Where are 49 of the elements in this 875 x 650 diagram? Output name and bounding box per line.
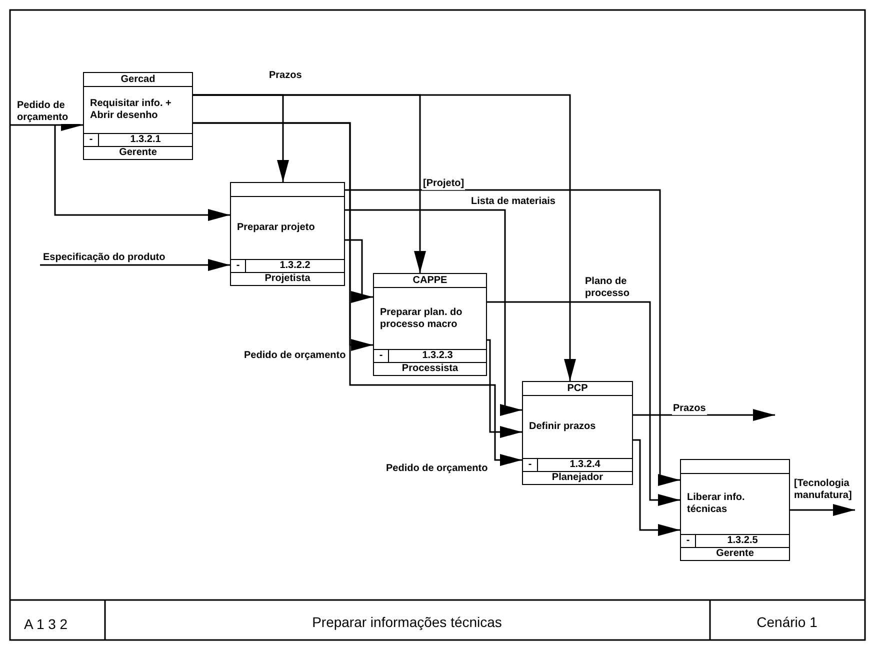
arrow — [54, 125, 230, 221]
activity-box — [83, 72, 193, 160]
arrow — [40, 259, 230, 271]
arrow — [487, 301, 680, 506]
diagram-number: A 1 3 2 — [24, 616, 68, 632]
role-label: Processista — [400, 363, 460, 375]
arrow — [790, 504, 855, 516]
activity-name: Preparar projeto — [237, 222, 315, 234]
scenario-label: Cenário 1 — [756, 614, 818, 630]
edge-label: Pedido de orçamento — [385, 463, 489, 475]
role-label: Gerente — [715, 548, 755, 560]
edge-label: Especificação do produto — [42, 252, 166, 264]
activity-number: 1.3.2.4 — [568, 459, 602, 471]
edge-label: Pedido de orçamento — [243, 350, 347, 362]
activity-number: 1.3.2.1 — [129, 134, 162, 146]
edge-label: Pedido de orçamento — [16, 100, 80, 124]
arrow — [345, 189, 680, 486]
arrow — [345, 209, 522, 416]
activity-number: 1.3.2.5 — [726, 535, 759, 547]
arrow — [193, 122, 522, 466]
activity-name: Preparar plan. do processo macro — [380, 306, 464, 330]
status-mark: - — [523, 459, 538, 471]
status-mark: - — [84, 134, 99, 146]
activity-box — [522, 381, 633, 485]
arrow — [345, 239, 373, 303]
diagram-title: Preparar informações técnicas — [312, 614, 502, 630]
role-label: Planejador — [550, 472, 604, 484]
status-mark: - — [231, 260, 246, 272]
status-mark: - — [681, 535, 696, 547]
arrow — [487, 339, 522, 438]
arrow — [193, 94, 576, 381]
activity-box — [373, 273, 487, 376]
role-label: Projetista — [264, 273, 312, 285]
activity-name: Definir prazos — [529, 421, 596, 433]
arrow — [633, 439, 680, 536]
role-label: Gerente — [118, 147, 158, 159]
status-mark: - — [374, 350, 389, 362]
activity-number: 1.3.2.2 — [278, 260, 312, 272]
activity-name: Liberar info. técnicas — [687, 492, 746, 516]
tool-label: CAPPE — [374, 274, 486, 288]
tool-label: Gercad — [84, 73, 192, 87]
activity-number: 1.3.2.3 — [421, 350, 454, 362]
activity-name: Requisitar info. + Abrir desenho — [90, 98, 172, 122]
tool-label: PCP — [523, 382, 632, 396]
edge-label: [Projeto] — [422, 178, 466, 190]
activity-box — [230, 182, 345, 286]
edge-label: Prazos — [672, 403, 707, 415]
activity-box — [680, 459, 790, 561]
arrow — [633, 409, 775, 421]
